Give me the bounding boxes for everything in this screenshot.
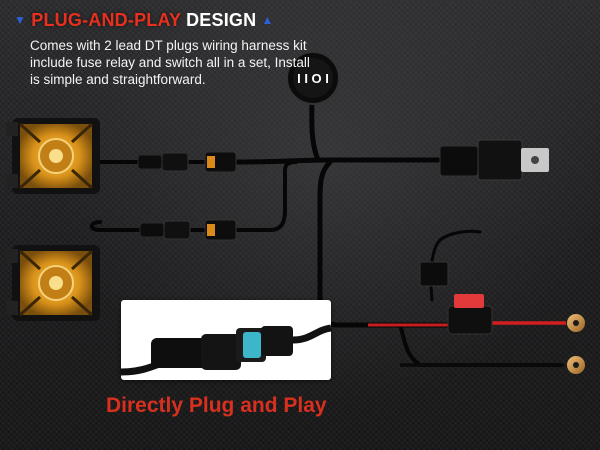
dt-connector-icon [139,219,237,241]
triangle-up-icon: ▲ [261,13,274,27]
fuse-holder-icon [419,261,493,335]
ring-terminal-icon [567,314,585,332]
caption: Directly Plug and Play [106,394,327,417]
headline: ▼ PLUG-AND-PLAY DESIGN ▲ [14,10,274,31]
dt-connector-icon [137,151,237,173]
rocker-switch-icon: I I O I [286,51,340,105]
switch-label: I I O I [297,71,329,86]
work-light-icon [6,118,100,194]
dt-connector-closeup-icon [121,324,331,376]
ring-terminal-icon [567,356,585,374]
connector-closeup [121,300,331,380]
headline-rest: DESIGN [186,10,257,30]
description: Comes with 2 lead DT plugs wiring harnes… [30,38,310,87]
relay-icon [439,139,549,181]
headline-highlight: PLUG-AND-PLAY [31,10,181,30]
work-light-icon [6,245,100,321]
triangle-down-icon: ▼ [14,13,27,27]
